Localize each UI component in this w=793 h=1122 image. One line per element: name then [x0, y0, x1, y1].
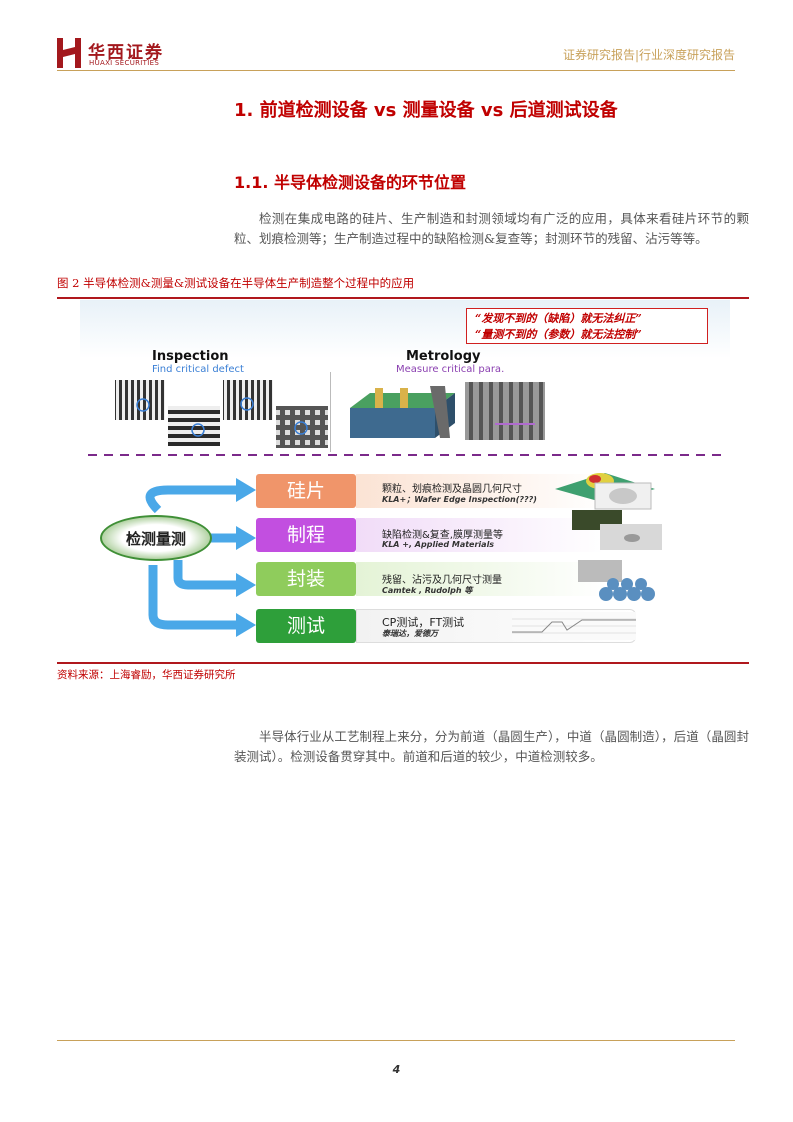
figure-dashed-separator	[88, 454, 728, 456]
center-ellipse	[100, 515, 212, 561]
row-sub-wafer: KLA+；Wafer Edge Inspection(???)	[382, 495, 537, 504]
report-type: 证券研究报告|行业深度研究报告	[562, 48, 735, 62]
row-sub-packaging: Camtek , Rudolph 等	[382, 586, 473, 595]
process-image	[572, 510, 662, 550]
inspection-images	[115, 380, 328, 448]
huaxi-logo-icon	[57, 38, 81, 68]
row-desc-testing: CP测试，FT测试	[382, 616, 465, 629]
brand-name-en: HUAXI SECURITIES	[89, 59, 160, 67]
row-desc-packaging: 残留、沾污及几何尺寸测量	[382, 575, 502, 586]
row-label-testing: 测试	[256, 609, 356, 643]
quote-line-1: “发现不到的（缺陷）就无法纠正”	[475, 312, 642, 325]
metrology-title: Metrology	[406, 349, 481, 364]
packaging-image	[578, 560, 655, 601]
row-desc-process: 缺陷检测&复查,膜厚测量等	[382, 530, 503, 541]
test-waveform-image	[512, 612, 636, 640]
footer-divider	[57, 1040, 735, 1041]
row-desc-wafer: 颗粒、划痕检测及晶圆几何尺寸	[382, 484, 522, 495]
row-label-wafer: 硅片	[256, 474, 356, 508]
row-desc-bg-packaging	[356, 562, 606, 596]
quote-line-2: “量测不到的（参数）就无法控制”	[475, 328, 642, 341]
row-desc-bg-process	[356, 518, 606, 552]
section-heading: 1. 前道检测设备 vs 测量设备 vs 后道测试设备	[234, 100, 618, 121]
inspection-title: Inspection	[152, 349, 229, 364]
figure-caption: 图 2 半导体检测&测量&测试设备在半导体生产制造整个过程中的应用	[57, 276, 415, 290]
figure-top-rule	[57, 297, 749, 299]
metrology-subtitle: Measure critical para.	[396, 364, 505, 375]
wafer-surface-image	[555, 473, 655, 510]
quote-box: “发现不到的（缺陷）就无法纠正” “量测不到的（参数）就无法控制”	[466, 308, 708, 344]
center-label: 检测量测	[125, 530, 186, 548]
header-divider	[57, 70, 735, 71]
figure-bottom-rule	[57, 662, 749, 664]
row-sub-testing: 泰瑞达，爱德万	[382, 629, 438, 638]
row-label-process: 制程	[256, 518, 356, 552]
subsection-heading: 1.1. 半导体检测设备的环节位置	[234, 173, 466, 192]
panel-divider	[330, 372, 331, 452]
inspection-subtitle: Find critical defect	[152, 364, 244, 375]
brand-name-cn: 华西证券	[88, 43, 164, 63]
page-number: 4	[392, 1063, 401, 1076]
metrology-images	[350, 382, 545, 440]
body-paragraph-2: 半导体行业从工艺制程上来分，分为前道（晶圆生产），中道（晶圆制造），后道（晶圆封…	[234, 729, 749, 764]
flow-arrows	[145, 478, 256, 637]
row-sub-process: KLA +, Applied Materials	[382, 540, 495, 549]
row-label-packaging: 封装	[256, 562, 356, 596]
figure-source: 资料来源：上海睿励，华西证券研究所	[57, 669, 236, 681]
body-paragraph-1: 检测在集成电路的硅片、生产制造和封测领域均有广泛的应用，具体来看硅片环节的颗粒、…	[234, 211, 749, 246]
